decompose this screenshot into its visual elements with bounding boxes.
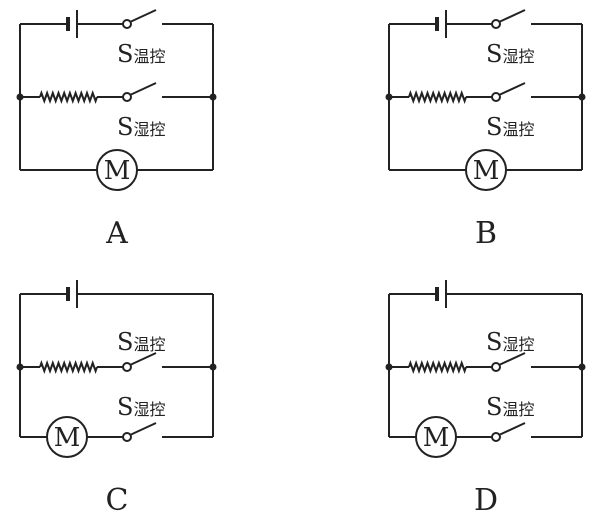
middle-switch-label: S湿控	[117, 113, 165, 141]
motor-label: M	[104, 156, 131, 186]
junction-dot	[209, 93, 217, 101]
battery-short-plate	[66, 17, 70, 31]
junction-dot	[578, 93, 586, 101]
top-switch-pivot	[491, 19, 501, 29]
bottom-switch-label: S温控	[486, 393, 534, 421]
middle-switch-blade	[129, 352, 157, 366]
motor-label: M	[473, 156, 500, 186]
battery-short-plate	[435, 17, 439, 31]
junction-dot	[16, 93, 24, 101]
circuit-option-b: S湿控 S温控 MB	[385, 9, 586, 251]
resistor	[39, 90, 98, 104]
top-switch-label: S温控	[117, 40, 165, 68]
battery-short-plate	[66, 287, 70, 301]
middle-switch-blade	[498, 352, 526, 366]
circuit-option-d: S湿控 S温控 MD	[385, 280, 586, 518]
middle-switch-pivot	[122, 362, 132, 372]
top-switch-blade	[129, 9, 157, 23]
middle-switch-label: S温控	[117, 328, 165, 356]
middle-switch-pivot	[491, 92, 501, 102]
circuit-option-c: S温控 S湿控 MC	[16, 280, 217, 518]
motor-icon	[465, 149, 507, 191]
option-letter: A	[105, 216, 128, 251]
motor-label: M	[423, 423, 450, 453]
middle-switch-blade	[498, 82, 526, 96]
junction-dot	[16, 363, 24, 371]
motor-icon	[96, 149, 138, 191]
resistor	[408, 90, 467, 104]
circuit-option-a: S温控 S湿控 MA	[16, 9, 217, 251]
motor-label: M	[54, 423, 81, 453]
junction-dot	[209, 363, 217, 371]
middle-switch-pivot	[122, 92, 132, 102]
middle-switch-label: S温控	[486, 113, 534, 141]
resistor	[408, 360, 467, 374]
option-letter: D	[474, 483, 498, 518]
middle-switch-pivot	[491, 362, 501, 372]
junction-dot	[385, 363, 393, 371]
junction-dot	[385, 93, 393, 101]
top-switch-pivot	[122, 19, 132, 29]
bottom-switch-pivot	[122, 432, 132, 442]
bottom-switch-pivot	[491, 432, 501, 442]
resistor	[39, 360, 98, 374]
middle-switch-label: S湿控	[486, 328, 534, 356]
bottom-switch-blade	[498, 422, 526, 436]
middle-switch-blade	[129, 82, 157, 96]
top-switch-label: S湿控	[486, 40, 534, 68]
option-letter: C	[106, 483, 129, 518]
top-switch-blade	[498, 9, 526, 23]
junction-dot	[578, 363, 586, 371]
battery-short-plate	[435, 287, 439, 301]
bottom-switch-blade	[129, 422, 157, 436]
bottom-switch-label: S湿控	[117, 393, 165, 421]
option-letter: B	[475, 216, 497, 251]
